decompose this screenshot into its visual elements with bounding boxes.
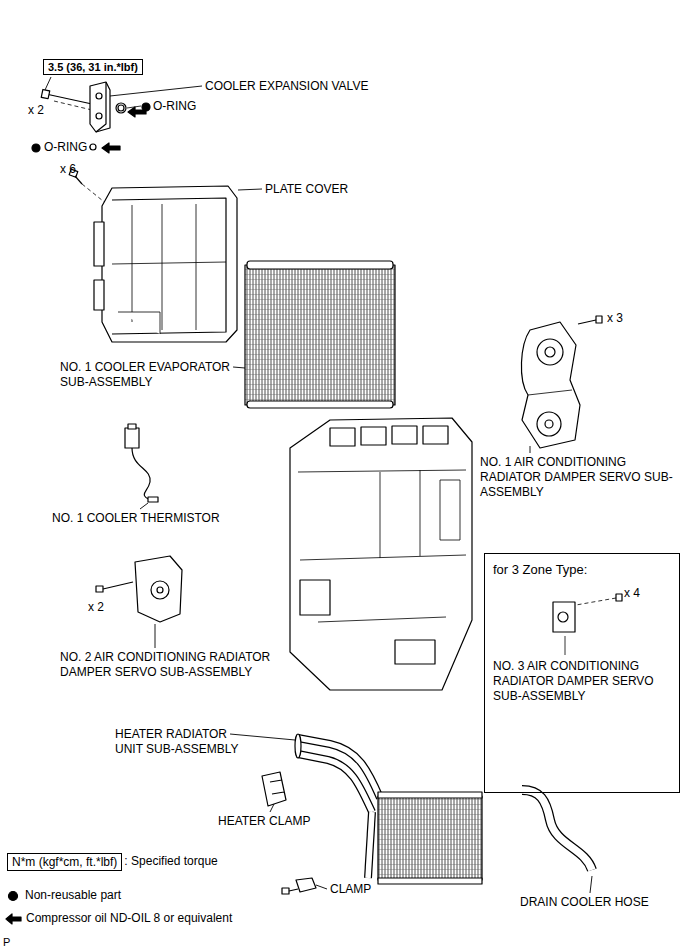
leader-line [316,885,327,889]
air-conditioning-unit [290,418,472,690]
part-name: DRAIN COOLER HOSE [520,895,649,910]
non-reusable-mark [9,892,18,901]
leader-line [140,503,148,509]
part-name: COOLER EXPANSION VALVE [205,79,368,94]
quantity: x 2 [88,600,104,615]
clamp [282,878,316,894]
quantity: x 4 [624,586,640,601]
oil-arrow [6,914,21,924]
heater-clamp [262,772,286,806]
damper-servo [135,556,182,622]
damper-servo [521,322,580,448]
heater-radiator [295,734,482,884]
damper-servo [553,594,622,655]
note-heading: for 3 Zone Type: [493,562,671,577]
leader-line [238,189,262,190]
quantity: x 3 [607,311,623,326]
part-name: HEATER CLAMP [218,814,310,829]
drain-hose [522,790,592,870]
leader-line [155,624,156,648]
screw [96,582,133,592]
torque-legend-box: N*m (kgf*cm, ft.*lbf) [7,853,122,871]
page-mark: P [3,936,10,950]
thermistor [125,424,158,502]
leader-line [270,804,274,812]
leader-line [89,147,90,148]
part-name: NO. 2 AIR CONDITIONING RADIATOR DAMPER S… [60,650,300,680]
part-name: O-RING [153,99,196,114]
part-name: NO. 1 COOLER THERMISTOR [52,511,220,526]
o-ring [90,144,96,150]
legend-text: Non-reusable part [25,888,121,903]
part-name: CLAMP [330,882,371,897]
evaporator [245,261,395,408]
oil-arrow [128,107,146,117]
legend-text: : Specified torque [124,854,217,869]
leader-line [45,77,51,90]
leader-line [233,367,245,368]
torque-spec-box: 3.5 (36, 31 in.*lbf) [43,59,143,75]
part-name: HEATER RADIATOR UNIT SUB-ASSEMBLY [115,727,255,757]
box-text: 3.5 (36, 31 in.*lbf) [48,61,138,73]
part-name: NO. 1 AIR CONDITIONING RADIATOR DAMPER S… [480,455,685,500]
bolt [41,89,92,110]
legend-text: Compressor oil ND-OIL 8 or equivalent [26,911,232,926]
o-ring [118,105,124,111]
zone-type-box: for 3 Zone Type: NO. 3 AIR CONDITIONING R… [484,553,680,793]
o-ring [116,103,126,113]
leader-line [530,446,531,453]
non-reusable-mark [32,144,40,152]
leader-line [230,734,295,740]
quantity: x 6 [60,162,76,177]
expansion-valve [90,82,110,132]
leader-line [110,86,202,96]
leader-line [590,876,592,893]
plate-cover [94,186,237,342]
part-name: PLATE COVER [265,182,348,197]
quantity: x 2 [28,103,44,118]
oil-arrow [102,143,120,153]
part-name: NO. 3 AIR CONDITIONING RADIATOR DAMPER S… [493,659,673,704]
box-text: N*m (kgf*cm, ft.*lbf) [12,855,117,869]
part-name: NO. 1 COOLER EVAPORATOR SUB-ASSEMBLY [60,360,236,390]
part-name: O-RING [44,140,87,155]
screw [578,316,602,324]
